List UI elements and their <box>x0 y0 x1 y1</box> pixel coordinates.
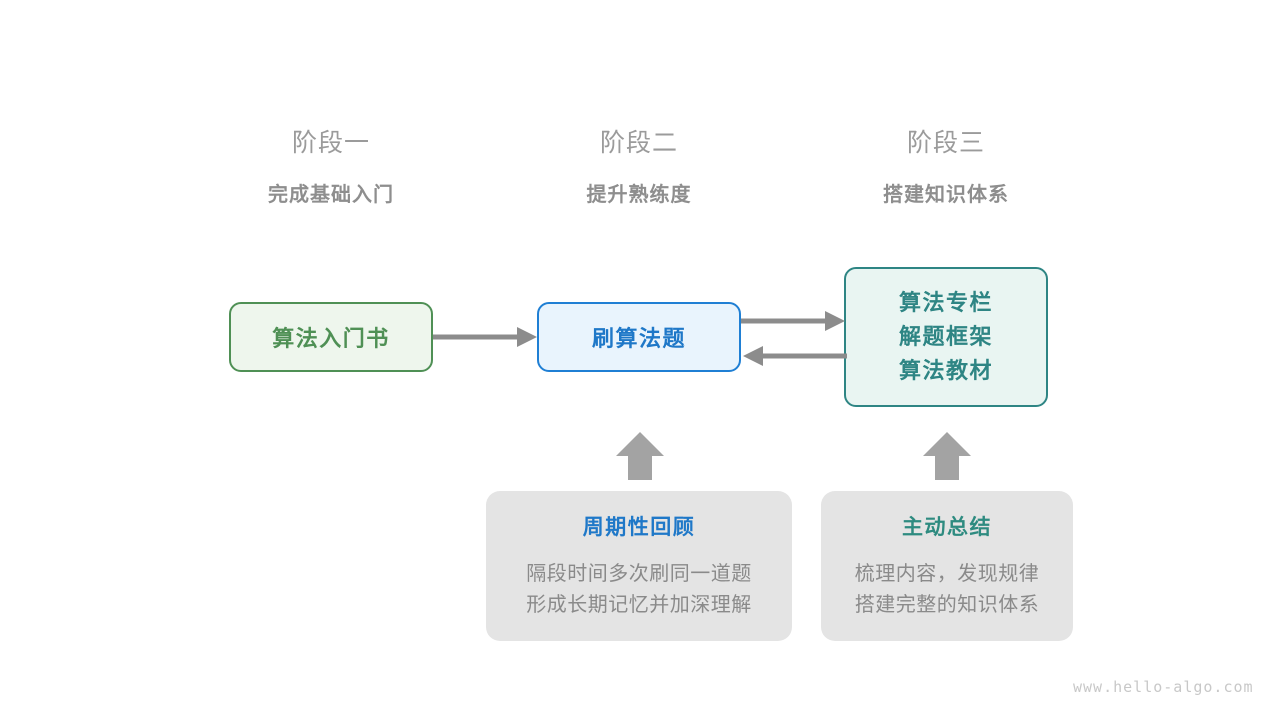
stage-title-3: 阶段三 <box>906 129 985 157</box>
card-active-summary[interactable]: 主动总结 梳理内容，发现规律 搭建完整的知识体系 <box>821 491 1073 641</box>
node-practice-problems-label: 刷算法题 <box>591 326 686 351</box>
connector-practice-to-system <box>741 311 845 331</box>
connector-system-to-practice <box>743 346 847 366</box>
connector-review-up-arrow <box>616 432 664 480</box>
stage-title-1: 阶段一 <box>291 129 370 157</box>
connector-book-to-practice <box>433 327 537 347</box>
stage-subtitle-2: 提升熟练度 <box>586 183 692 206</box>
stage-title-2: 阶段二 <box>599 129 678 157</box>
card-periodic-review[interactable]: 周期性回顾 隔段时间多次刷同一道题 形成长期记忆并加深理解 <box>486 491 792 641</box>
stage-subtitle-1: 完成基础入门 <box>268 183 394 206</box>
connector-summary-up-arrow <box>923 432 971 480</box>
node-practice-problems[interactable]: 刷算法题 <box>537 302 741 372</box>
stage-column-3: 阶段三 搭建知识体系 <box>816 129 1076 207</box>
node-intro-book-label: 算法入门书 <box>272 326 390 351</box>
node-knowledge-system[interactable]: 算法专栏 解题框架 算法教材 <box>844 267 1048 407</box>
card-periodic-review-body: 隔段时间多次刷同一道题 形成长期记忆并加深理解 <box>526 559 752 621</box>
watermark: www.hello-algo.com <box>1073 678 1254 696</box>
node-knowledge-system-line-2: 解题框架 <box>898 323 993 349</box>
card-active-summary-title: 主动总结 <box>902 516 992 539</box>
card-periodic-review-body-line-1: 隔段时间多次刷同一道题 <box>526 563 752 585</box>
card-active-summary-body-line-1: 梳理内容，发现规律 <box>854 563 1040 585</box>
card-periodic-review-body-line-2: 形成长期记忆并加深理解 <box>526 594 752 616</box>
stage-column-2: 阶段二 提升熟练度 <box>509 129 769 207</box>
card-active-summary-body: 梳理内容，发现规律 搭建完整的知识体系 <box>855 559 1040 621</box>
stage-subtitle-3: 搭建知识体系 <box>883 183 1009 206</box>
card-periodic-review-title: 周期性回顾 <box>582 516 696 539</box>
node-knowledge-system-line-3: 算法教材 <box>898 358 993 384</box>
card-active-summary-body-line-2: 搭建完整的知识体系 <box>854 594 1040 616</box>
node-intro-book[interactable]: 算法入门书 <box>229 302 433 372</box>
stage-column-1: 阶段一 完成基础入门 <box>201 129 461 207</box>
node-knowledge-system-line-1: 算法专栏 <box>898 289 993 315</box>
